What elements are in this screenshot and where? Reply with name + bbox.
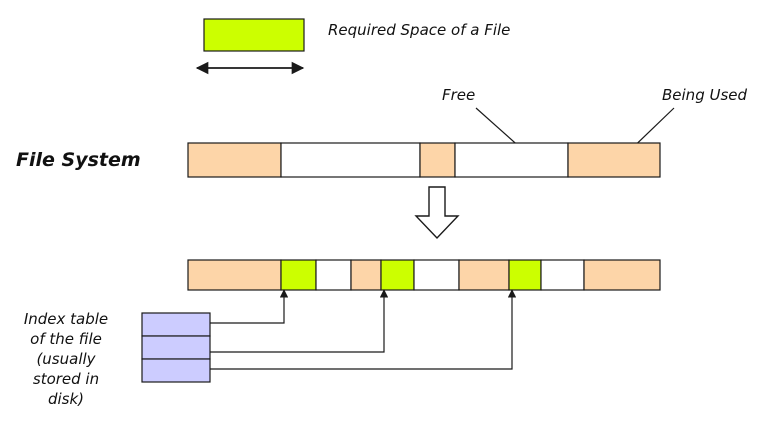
- used-block: [419, 142, 456, 178]
- index-pointers: [210, 289, 517, 370]
- file-system-bar: [187, 142, 661, 178]
- index-caption-line: Index table: [24, 310, 108, 328]
- used-block: [458, 259, 510, 291]
- free-block: [454, 142, 569, 178]
- file-system-title: File System: [16, 149, 141, 171]
- free-block: [540, 259, 585, 291]
- free-block: [413, 259, 460, 291]
- index-caption-line: (usually: [36, 350, 96, 368]
- used-block: [187, 142, 282, 178]
- allocated-file-system-bar: [187, 259, 661, 291]
- legend-label: Required Space of a File: [328, 21, 510, 39]
- pointer-line-2: [210, 289, 389, 353]
- pointer-line-3: [210, 289, 517, 370]
- file-block: [280, 259, 317, 291]
- index-caption-line: disk): [48, 390, 84, 408]
- pointer-line-1: [210, 289, 289, 324]
- legend-file-swatch: [203, 18, 305, 52]
- free-block: [315, 259, 352, 291]
- index-entry: [141, 335, 211, 360]
- file-block: [380, 259, 415, 291]
- used-block: [583, 259, 661, 291]
- transition-arrow-icon: [414, 186, 460, 240]
- index-caption-line: of the file: [30, 330, 102, 348]
- free-block: [280, 142, 421, 178]
- free-label: Free: [442, 86, 475, 104]
- index-caption: Index table of the file (usually stored …: [24, 310, 108, 408]
- index-table: [141, 312, 211, 383]
- file-block: [508, 259, 542, 291]
- index-entry: [141, 358, 211, 383]
- used-block: [187, 259, 282, 291]
- used-block: [350, 259, 382, 291]
- index-entry: [141, 312, 211, 337]
- being-used-label: Being Used: [662, 86, 748, 104]
- index-caption-line: stored in: [33, 370, 99, 388]
- used-block: [567, 142, 661, 178]
